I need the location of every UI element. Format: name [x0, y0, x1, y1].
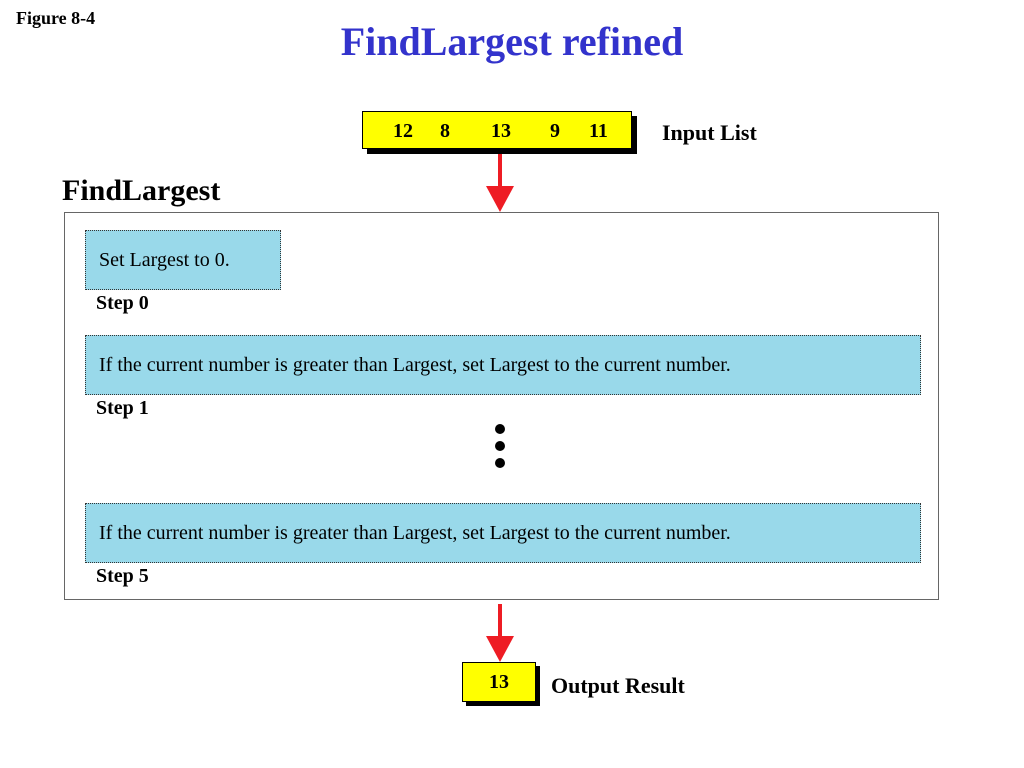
input-number: 12 [393, 120, 413, 142]
algorithm-box: Set Largest to 0. Step 0 If the current … [64, 212, 939, 600]
algorithm-title: FindLargest [62, 174, 221, 207]
input-number: 9 [550, 120, 560, 142]
output-arrow [486, 604, 514, 662]
step-5-box: If the current number is greater than La… [85, 503, 921, 563]
input-number: 8 [440, 120, 450, 142]
figure-label: Figure 8-4 [16, 8, 96, 28]
input-number: 11 [589, 120, 608, 142]
step-1-box: If the current number is greater than La… [85, 335, 921, 395]
input-list-label: Input List [662, 120, 757, 145]
output-result-label: Output Result [551, 673, 685, 698]
input-list-box: 12 8 13 9 11 [362, 111, 632, 149]
step-0-label: Step 0 [96, 292, 149, 314]
input-number: 13 [491, 120, 511, 142]
input-arrow [486, 154, 514, 212]
output-result-box: 13 [462, 662, 536, 702]
step-5-label: Step 5 [96, 565, 149, 587]
ellipsis-dot [495, 424, 505, 434]
ellipsis-dot [495, 441, 505, 451]
step-0-box: Set Largest to 0. [85, 230, 281, 290]
ellipsis-dot [495, 458, 505, 468]
step-1-label: Step 1 [96, 397, 149, 419]
page-title: FindLargest refined [340, 19, 684, 64]
